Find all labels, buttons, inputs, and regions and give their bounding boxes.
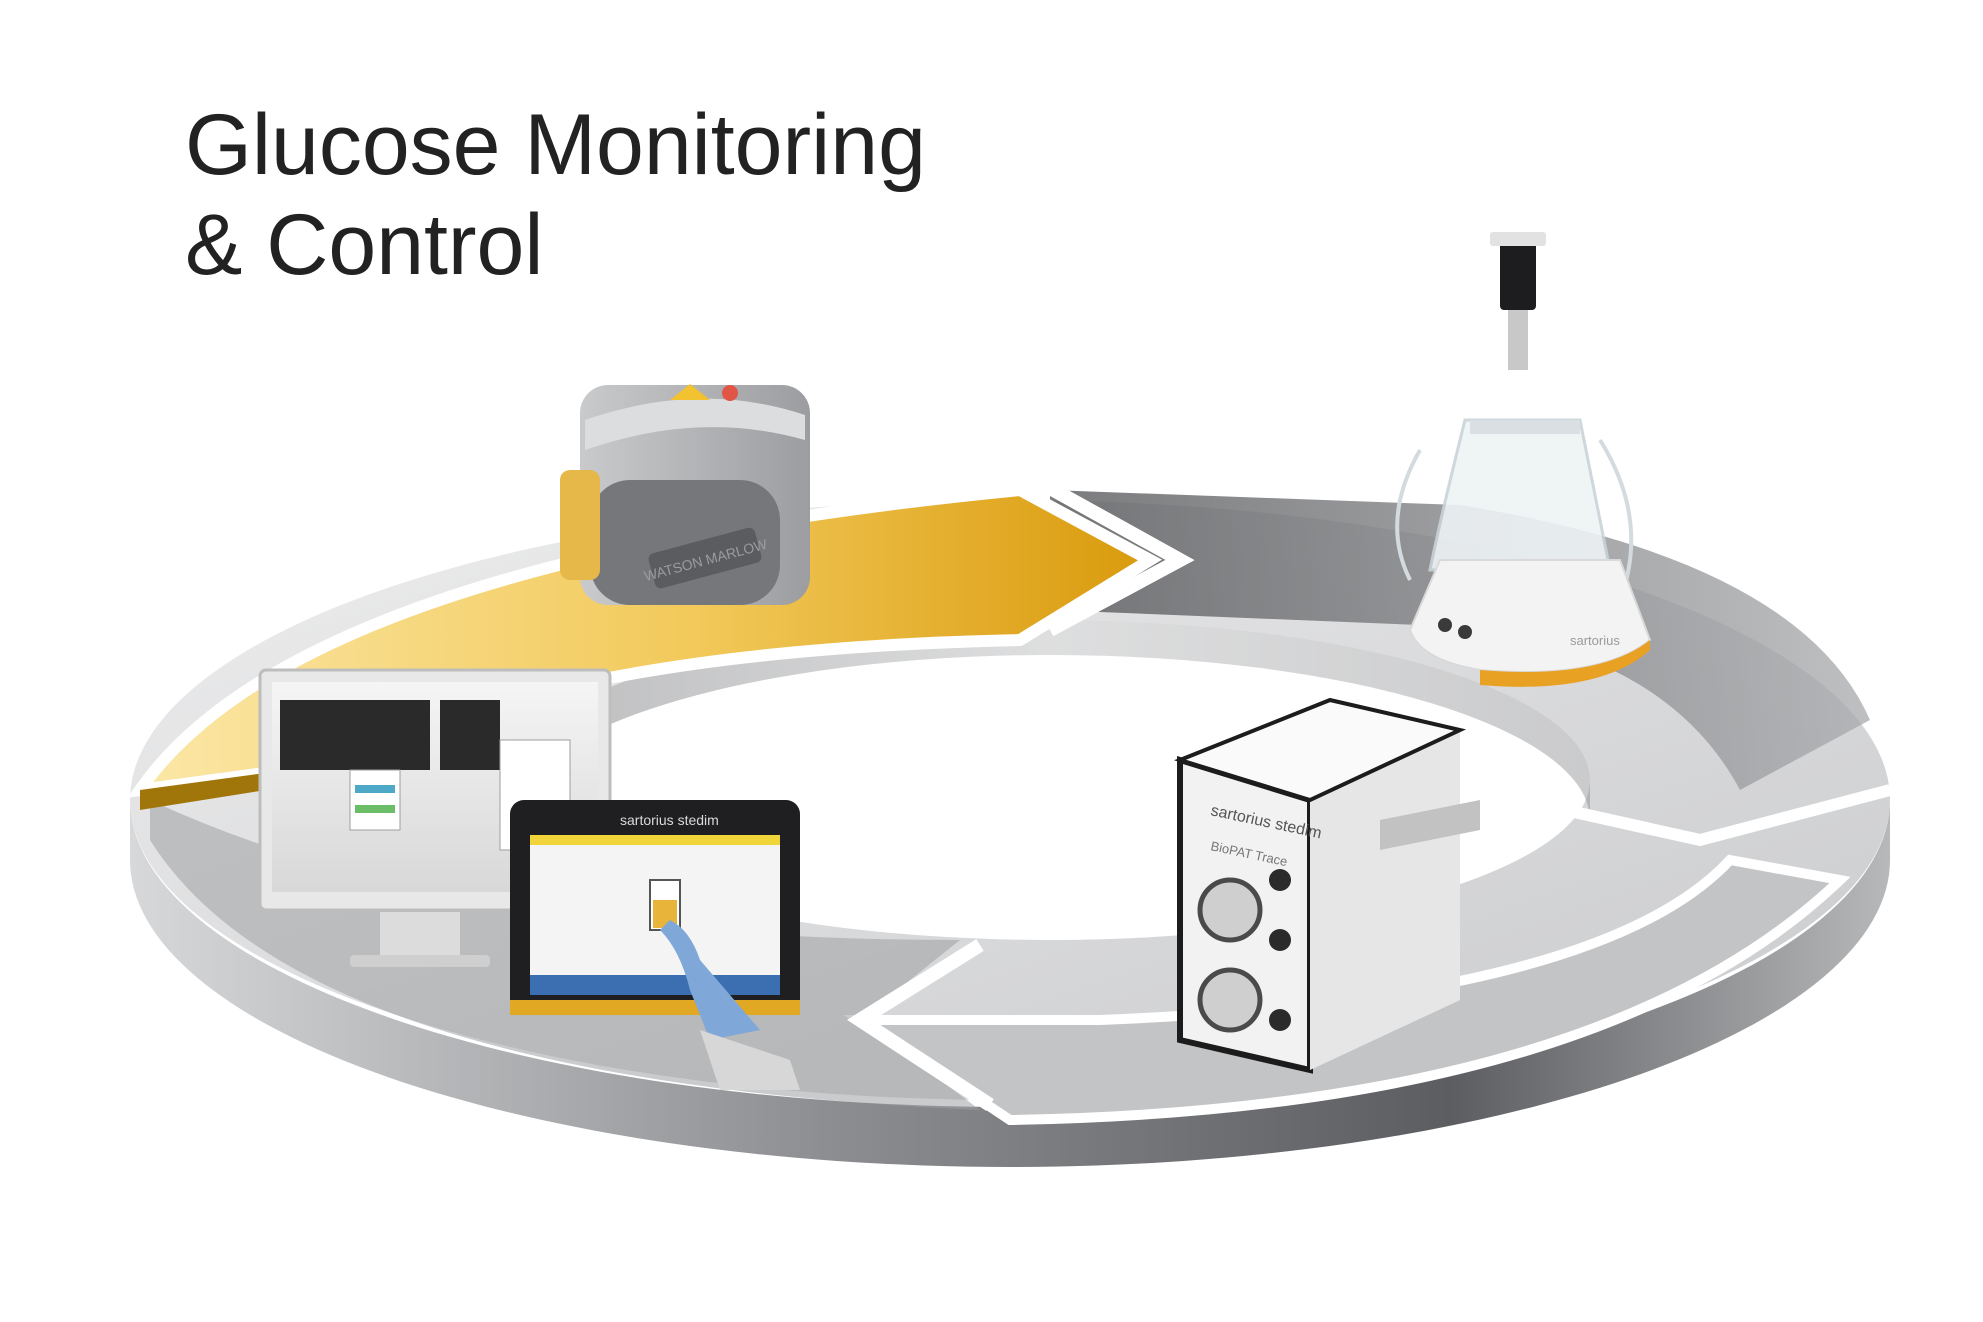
bioreactor-vessel-icon: sartorius xyxy=(1395,232,1652,687)
segment-right-dark xyxy=(1050,490,1870,790)
peristaltic-pump-icon: WATSON MARLOW xyxy=(560,384,810,605)
sampling-analyzer-icon: sartorius stedim BioPAT Trace xyxy=(1173,697,1480,1074)
title-line-2: & Control xyxy=(185,197,544,293)
touch-panel-icon: sartorius stedim xyxy=(510,800,800,1090)
touch-panel-brand-label: sartorius stedim xyxy=(620,812,719,828)
separator-right xyxy=(1518,784,1892,847)
separator-top xyxy=(1046,481,1195,637)
separator-bottom xyxy=(847,939,994,1111)
page-title: Glucose Monitoring & Control xyxy=(185,95,926,295)
segment-bottom-arrow xyxy=(843,854,1851,1126)
ring-inner-wall xyxy=(510,620,1590,820)
bioreactor-brand-label: sartorius xyxy=(1570,633,1620,648)
title-line-1: Glucose Monitoring xyxy=(185,97,926,193)
